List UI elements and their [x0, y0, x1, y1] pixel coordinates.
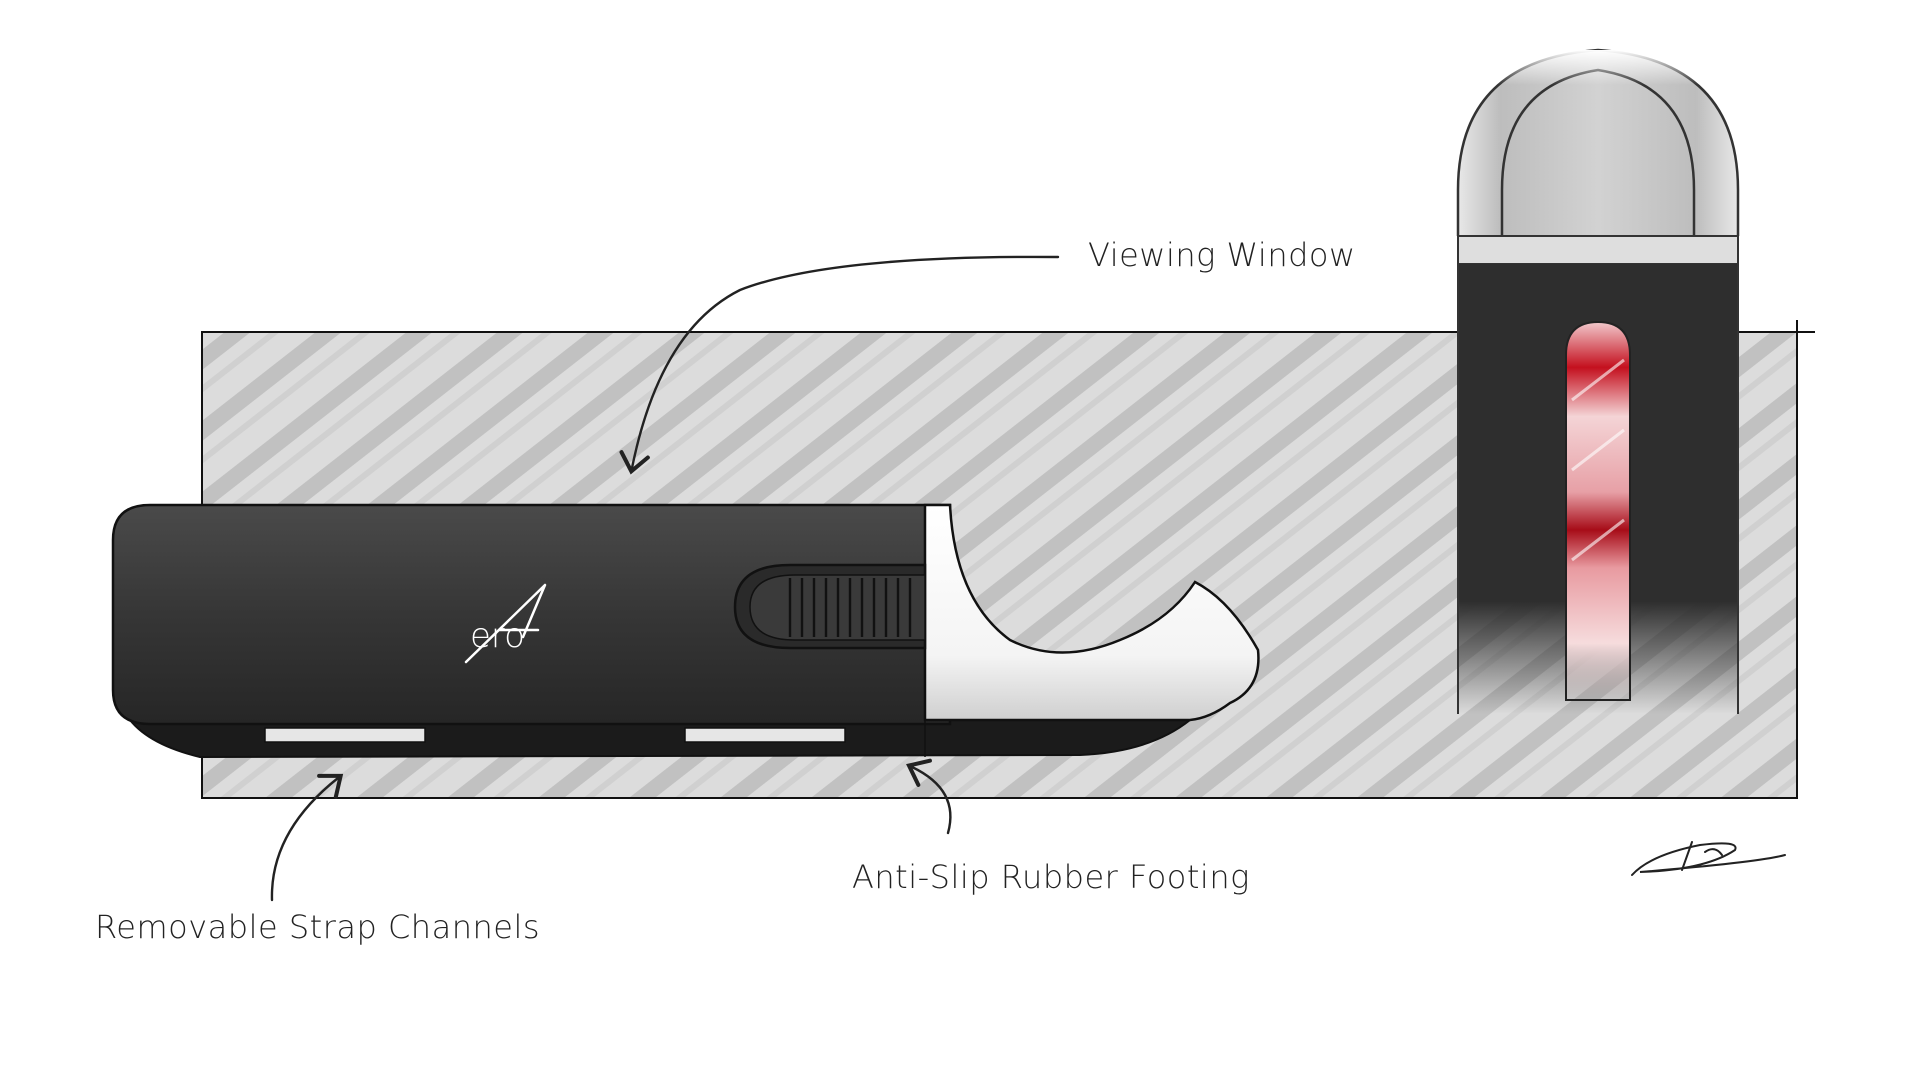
- grip-rail: [735, 565, 925, 648]
- strap-channel-right: [685, 728, 845, 742]
- callout-strap-channels: Removable Strap Channels: [95, 908, 540, 946]
- callout-rubber-footing: Anti-Slip Rubber Footing: [852, 858, 1250, 896]
- artist-signature-icon: [1632, 842, 1785, 875]
- logo-text: ero: [470, 616, 525, 656]
- tower-collar: [1458, 236, 1738, 264]
- tower-device: [1458, 50, 1738, 714]
- strap-channel-left: [265, 728, 425, 742]
- callout-viewing-window: Viewing Window: [1088, 236, 1356, 274]
